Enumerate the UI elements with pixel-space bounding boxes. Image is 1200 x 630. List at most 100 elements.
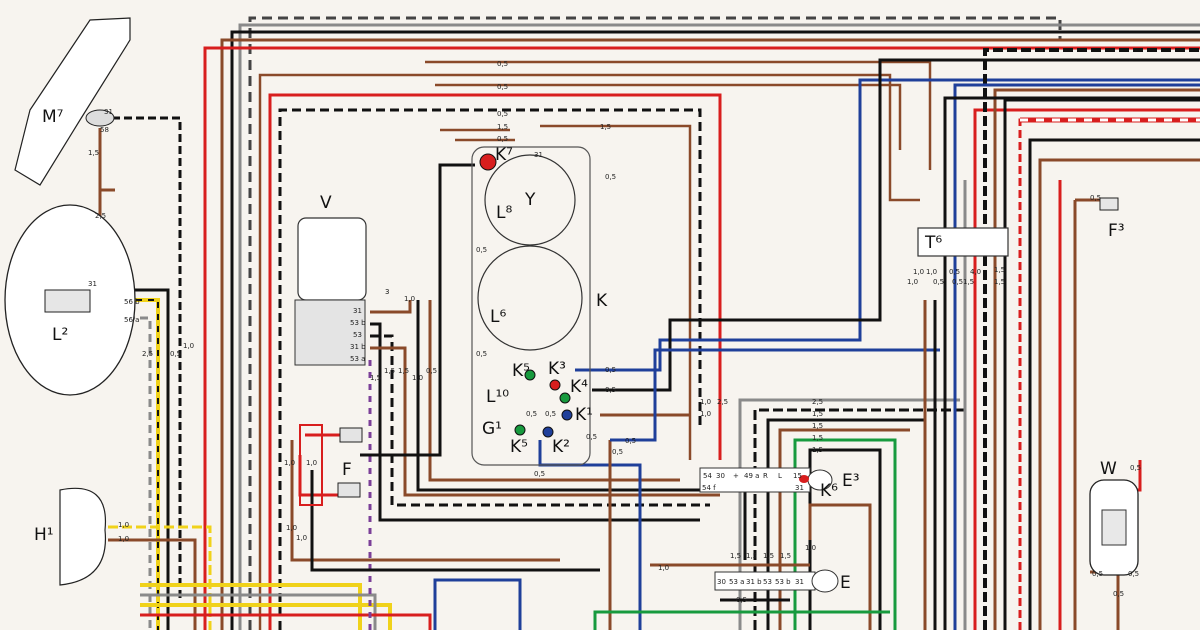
- k7-indicator: [479, 153, 497, 171]
- horn-body: [59, 487, 107, 586]
- size-h1-a: 1,0: [118, 521, 129, 529]
- size-t6-i: 4,0: [970, 268, 981, 276]
- label-k2: K²: [552, 437, 570, 457]
- terminal-labels: 31 58 31 56 b 56 a 31 53 b 53 31 b 53 a …: [88, 108, 804, 586]
- size-k-left-b: 0,5: [476, 350, 487, 358]
- label-k3: K³: [548, 359, 566, 379]
- wire-f-5: [360, 163, 475, 457]
- size-mid-a: 1,0: [700, 398, 711, 406]
- size-w-mid: 0,5: [1092, 570, 1103, 578]
- size-k-inner-a: 0,5: [526, 410, 537, 418]
- size-t6-h: 0,5: [949, 268, 960, 276]
- size-mid-d: 1,5: [812, 410, 823, 418]
- fuse-f3-body: [1099, 197, 1119, 211]
- size-v-e: 0,5: [426, 367, 437, 375]
- size-top-e: 0,5: [497, 135, 508, 143]
- terminal-v-3: 53: [353, 331, 362, 339]
- size-top-b: 0,5: [497, 83, 508, 91]
- fuse-bracket: [299, 424, 323, 506]
- size-h1-b: 1,0: [118, 535, 129, 543]
- size-k3-r: 0,5: [605, 366, 616, 374]
- label-headlight: L²: [52, 325, 68, 345]
- relay-e-knob: [811, 569, 839, 593]
- size-top-f: 1,5: [600, 123, 611, 131]
- terminal-e3-bottom-0: 54 f: [702, 484, 716, 492]
- size-e-c: 1,5: [763, 552, 774, 560]
- wire-v-6: [416, 300, 747, 560]
- k1-indicator: [561, 409, 573, 421]
- size-l2-v2: 0,5: [170, 350, 181, 358]
- wire-k-6: [610, 348, 940, 442]
- wire-m7-1: [112, 116, 182, 600]
- wiper-motor-housing: [297, 217, 367, 301]
- label-k6: K⁶: [820, 481, 838, 501]
- connector-t6-body: [917, 227, 1009, 257]
- label-wiper-motor: V: [320, 193, 332, 213]
- label-e3: E³: [842, 471, 860, 491]
- wire-bottom-blue: [433, 578, 522, 630]
- size-v-d: 1,0: [412, 374, 423, 382]
- horn: [59, 487, 107, 586]
- size-k1-r: 0,5: [625, 437, 636, 445]
- wire-top-2: [238, 23, 1200, 630]
- wire-k-3: [575, 78, 1200, 372]
- size-t6-e: 0,5: [933, 278, 944, 286]
- size-mid-f: 1,5: [812, 434, 823, 442]
- wire-mid-7: [808, 503, 872, 630]
- label-e: E: [840, 573, 851, 593]
- size-mid-b: 2,5: [717, 398, 728, 406]
- size-e-e: 1,0: [805, 544, 816, 552]
- wire-t6-4: [1003, 98, 1200, 630]
- wire-t6-8: [953, 83, 1200, 630]
- label-fuse-box: F: [342, 460, 352, 480]
- size-t6-d: 1,0: [907, 278, 918, 286]
- k6-indicator: [799, 475, 809, 483]
- wire-v-1: [370, 300, 412, 314]
- wire-top-10: [278, 108, 702, 630]
- size-e-d: 1,5: [780, 552, 791, 560]
- headlight-switch: [14, 17, 131, 186]
- size-e-f: 1,0: [658, 564, 669, 572]
- fuse-box: [299, 424, 363, 506]
- terminal-v-2: 53 b: [350, 319, 366, 327]
- size-f-a: 1,0: [284, 459, 295, 467]
- wire-mid-2: [753, 408, 965, 630]
- wire-size-labels: 0,5 0,5 0,5 1,5 0,5 1,5 0,5 1,5 2,5 1,0 …: [88, 60, 1141, 604]
- terminal-e-1: 53 a: [729, 578, 744, 586]
- size-v-a: 1,5: [370, 374, 381, 382]
- relay-e: [714, 569, 839, 593]
- terminal-v-5: 53 a: [350, 355, 365, 363]
- size-e-g: 0,5: [736, 596, 747, 604]
- size-e-a: 1,5: [730, 552, 741, 560]
- size-top-c: 0,5: [497, 110, 508, 118]
- component-labels: M⁷ L² H¹ V 3 F K Y L⁸ L⁶ L¹⁰ G¹ K⁷ K⁵ K³…: [34, 107, 1125, 593]
- wire-t6-6: [1028, 138, 1200, 630]
- wire-f-4: [310, 470, 600, 572]
- label-headlight-switch: M⁷: [42, 107, 64, 127]
- wire-harness: [88, 16, 1200, 630]
- wire-bottom-gray: [140, 593, 377, 630]
- wire-v-7: [428, 300, 680, 482]
- wire-top-5: [203, 46, 1200, 630]
- label-k4: K⁴: [570, 377, 588, 397]
- size-w-top: 0,5: [1130, 464, 1141, 472]
- size-w-bot: 0,5: [1113, 590, 1124, 598]
- label-connector-t6: T⁶: [924, 233, 942, 253]
- lamp-w: [1089, 479, 1139, 576]
- terminal-e3-top-0: 54: [703, 472, 712, 480]
- size-y-right: 0,5: [605, 173, 616, 181]
- label-k5-bottom: K⁵: [510, 437, 528, 457]
- terminal-e-3: 53: [763, 578, 772, 586]
- label-circle-3: 3: [385, 288, 389, 296]
- wire-top-9: [258, 73, 920, 630]
- wire-k-4: [592, 58, 1200, 392]
- size-f-c: 1,0: [286, 524, 297, 532]
- size-t6-b: 1,0: [926, 268, 937, 276]
- wire-k-1: [538, 440, 642, 630]
- lamp-w-bulb: [1101, 509, 1127, 546]
- terminal-e3-top-3: 49 a: [744, 472, 759, 480]
- size-mid-g: 1,5: [812, 446, 823, 454]
- terminal-e3-top-5: L: [778, 472, 782, 480]
- size-c3: 1,0: [404, 295, 415, 303]
